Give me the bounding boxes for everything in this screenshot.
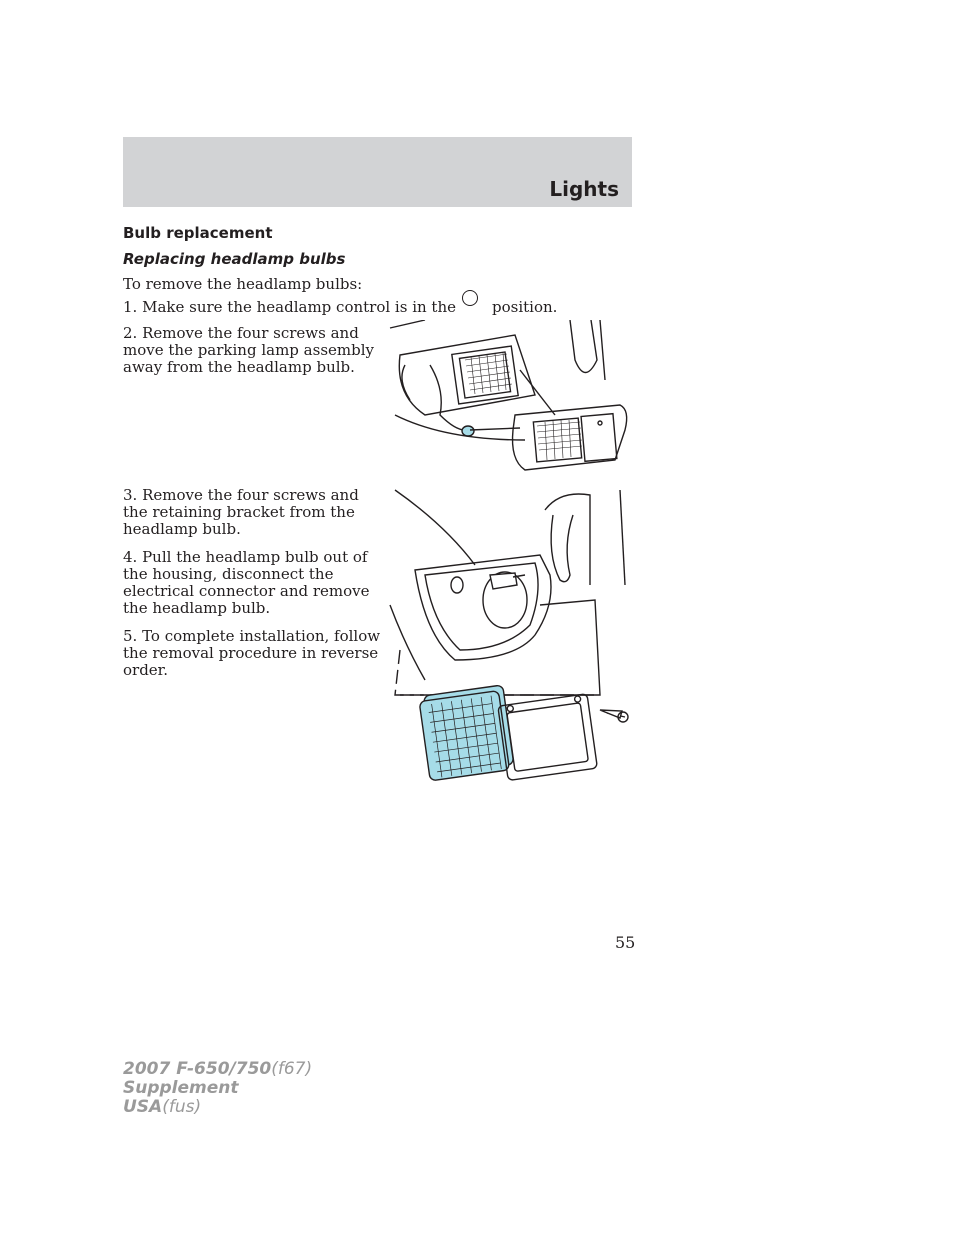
heading-bulb-replacement: Bulb replacement [123,224,273,242]
intro-text: To remove the headlamp bulbs: [123,275,363,293]
footer-region: USA [123,1097,163,1117]
headlamp-off-position-icon [461,290,478,306]
section-title: Lights [549,177,619,201]
header-band: Lights [123,137,632,207]
footer: 2007 F-650/750(f67) Supplement USA(fus) [123,1060,312,1117]
footer-model: 2007 F-650/750 [123,1059,272,1079]
step-1-text: 1. Make sure the headlamp control is in … [123,298,456,316]
step-3: 3. Remove the four screws and the retain… [123,486,359,538]
step-4: 4. Pull the headlamp bulb out of the hou… [123,548,370,617]
subheading-replacing-headlamp-bulbs: Replacing headlamp bulbs [123,250,346,268]
steps-3-5-block: 3. Remove the four screws and the retain… [123,487,383,690]
headlamp-bulb-removal-illustration [389,489,629,781]
step-5: 5. To complete installation, follow the … [123,627,381,679]
step-2: 2. Remove the four screws and move the p… [123,324,374,376]
step-2-block: 2. Remove the four screws and move the p… [123,325,383,387]
step-1: 1. Make sure the headlamp control is in … [123,290,558,316]
headings: Bulb replacement Replacing headlamp bulb… [123,224,643,293]
footer-doc: Supplement [123,1078,239,1098]
parking-lamp-removal-illustration [389,320,628,471]
page-number: 55 [615,933,636,952]
footer-model-code: (f67) [271,1059,313,1079]
footer-region-code: (fus) [162,1097,202,1117]
step-1-text-end: position. [491,298,558,316]
